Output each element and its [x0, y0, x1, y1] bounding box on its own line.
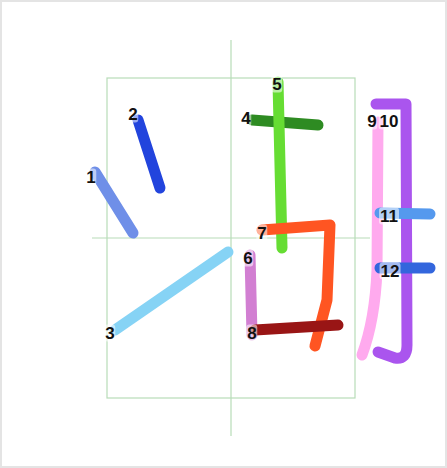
- stroke: [138, 120, 160, 188]
- callout-number: 4: [240, 110, 251, 127]
- stroke: [252, 120, 318, 125]
- stroke: [250, 255, 252, 335]
- callout-number: 10: [379, 113, 400, 130]
- stroke: [115, 252, 228, 330]
- stroke: [255, 325, 338, 330]
- callout-number: 7: [256, 225, 267, 242]
- callout-number: 8: [246, 325, 257, 342]
- stroke: [362, 122, 378, 355]
- callout-number: 12: [380, 263, 401, 280]
- callout-number: 1: [85, 169, 96, 186]
- stroke: [95, 172, 133, 233]
- callout-number: 3: [104, 325, 115, 342]
- callout-number: 5: [271, 76, 282, 93]
- callout-number: 6: [242, 250, 253, 267]
- callout-number: 2: [127, 106, 138, 123]
- callout-number: 9: [366, 113, 377, 130]
- stroke: [376, 104, 407, 358]
- callout-number: 11: [379, 208, 399, 225]
